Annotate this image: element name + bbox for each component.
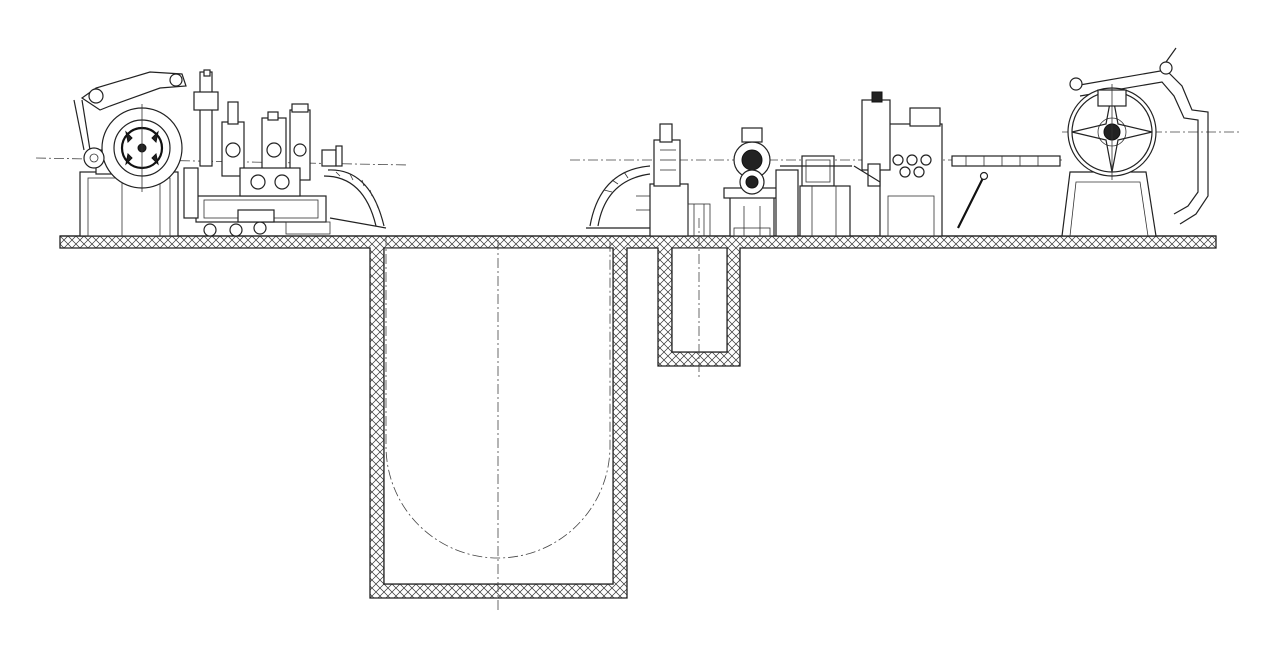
- recoiler: [73, 71, 187, 237]
- edge-guide: [775, 155, 852, 237]
- side-trimmer: [649, 123, 711, 237]
- separator-unit: [183, 69, 343, 237]
- right-loop-guide: [586, 165, 651, 229]
- left-loop-guide: [323, 169, 387, 229]
- foundation: [59, 235, 1217, 599]
- straightener: [853, 91, 943, 237]
- entry-table: [951, 155, 1061, 229]
- uncoiler: [1061, 47, 1209, 237]
- looping-pit: [385, 236, 611, 612]
- slitter: [723, 127, 781, 237]
